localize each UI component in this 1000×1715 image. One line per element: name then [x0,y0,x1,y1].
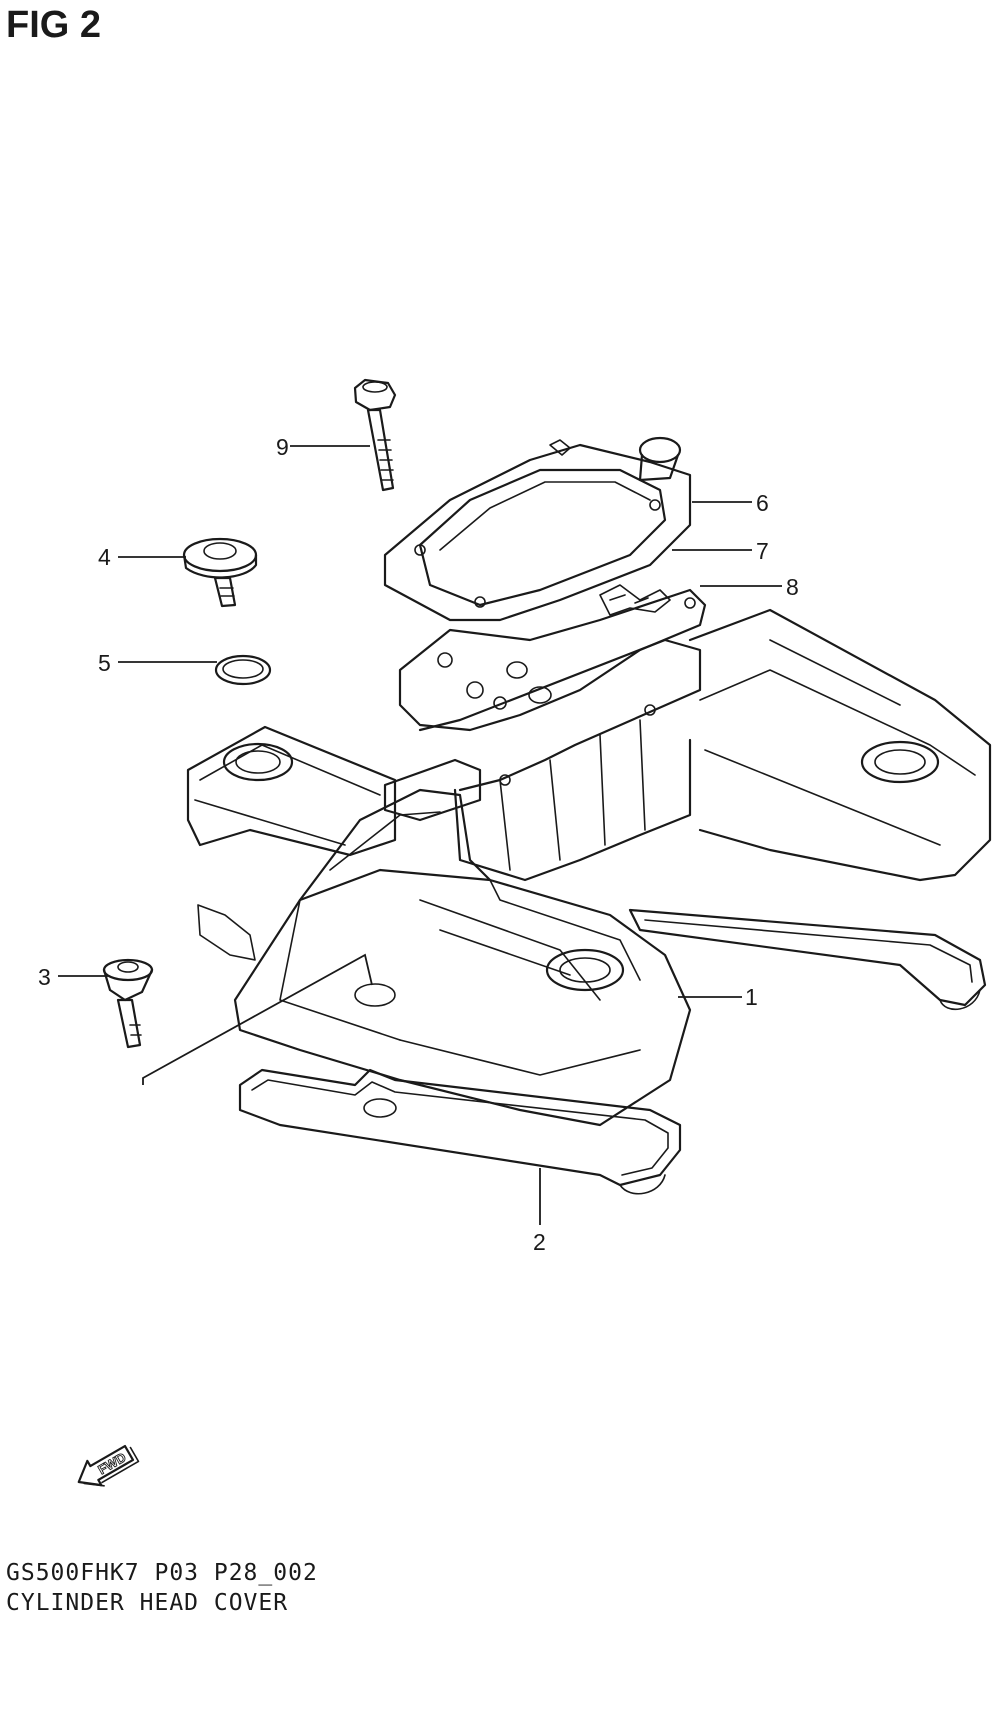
callout-5: 5 [98,650,111,676]
sealant-patch [599,584,671,616]
bolt-4 [182,537,258,608]
callout-labels: 1 2 3 4 5 6 7 8 9 [38,434,799,1255]
head-cover-gasket-front [238,1068,682,1195]
callout-2: 2 [533,1229,546,1255]
diagram-code: GS500FHK7 P03 P28_002 [6,1560,318,1586]
callout-7: 7 [756,538,769,564]
cylinder-head-cover [186,608,992,1127]
callout-4: 4 [98,544,111,570]
forward-arrow-icon: FWD [77,1444,140,1487]
callout-6: 6 [756,490,769,516]
callout-3: 3 [38,964,51,990]
washer-5 [214,654,272,686]
bolt-9 [353,378,397,492]
callout-1: 1 [745,984,758,1010]
callout-9: 9 [276,434,289,460]
callout-8: 8 [786,574,799,600]
bolt-3 [102,958,154,1049]
breather-cover-gasket [398,588,707,732]
figure-title: FIG 2 [6,4,102,46]
breather-cover [383,436,692,622]
leader-lines [58,445,782,1225]
diagram-name: CYLINDER HEAD COVER [6,1590,289,1616]
head-cover-gasket-rear [197,904,987,1011]
